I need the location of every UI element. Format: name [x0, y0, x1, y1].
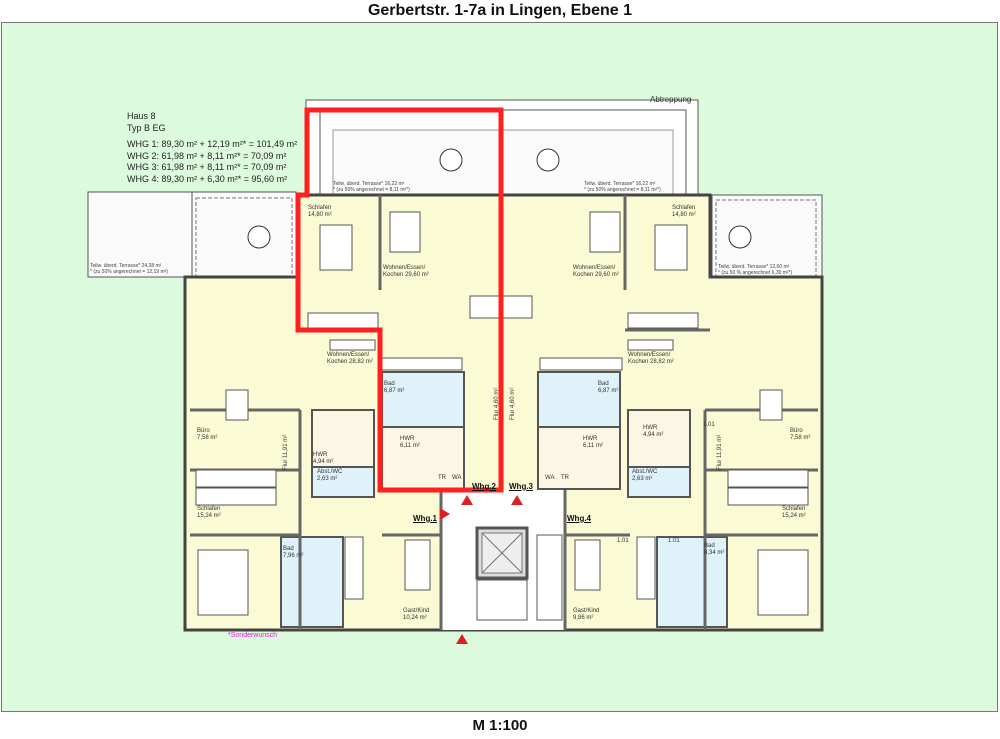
- room-label: Wohnen/Essen/Kochen 28,82 m²: [327, 352, 373, 366]
- room-name: HWR: [583, 436, 598, 442]
- room-name: Bad: [384, 381, 395, 387]
- terrace-note: Teilw. überd. Terrasse* 12,60 m²* (zu 50…: [718, 264, 793, 276]
- room-area: 14,80 m²: [672, 212, 696, 218]
- type-label: Typ B EG: [127, 122, 166, 133]
- room-area: 4,94 m²: [313, 459, 334, 465]
- dryer-label: TR: [561, 475, 569, 481]
- whg-area: WHG 4: 89,30 m² + 6,30 m²* = 95,60 m²: [127, 173, 288, 184]
- room-label: Wohnen/Essen/Kochen 28,82 m²: [628, 352, 674, 366]
- room-name: HWR: [643, 425, 658, 431]
- room-area: 7,58 m²: [790, 435, 811, 441]
- abtreppung-label: Abtreppung: [650, 95, 692, 104]
- room-area: 2,63 m²: [632, 476, 653, 482]
- room-name: Bad: [704, 543, 715, 549]
- terrace-note: Teilw. überd. Terrasse* 16,22 m²* (zu 50…: [333, 181, 410, 193]
- page-title: Gerbertstr. 1-7a in Lingen, Ebene 1: [367, 2, 633, 19]
- hallway-label: Flur 4,60 m²: [494, 387, 500, 420]
- room-area: 4,94 m²: [643, 432, 664, 438]
- room-name: HWR: [400, 436, 415, 442]
- apartment-highlight-outline: [295, 107, 504, 493]
- room-name: Gast/Kind: [573, 608, 600, 614]
- room-area: 10,24 m²: [403, 615, 427, 621]
- room-name: Gast/Kind: [403, 608, 430, 614]
- room-name: Schlafen: [672, 205, 696, 211]
- room-name: HWR: [313, 452, 328, 458]
- terrace-note: Teilw. überd. Terrasse* 16,22 m²* (zu 50…: [584, 181, 661, 193]
- building: [183, 148, 824, 632]
- terrace-note: Teilw. überd. Terrasse* 24,38 m²* (zu 50…: [90, 263, 168, 275]
- room-area: 15,24 m²: [782, 513, 806, 519]
- dryer-label: TR: [438, 475, 446, 481]
- hallway-label: Flur 11,91 m²: [717, 434, 723, 470]
- room-area: 6,11 m²: [583, 443, 603, 449]
- room-name: Abst./WC: [632, 469, 658, 475]
- room-area: 7,96 m²: [283, 553, 304, 559]
- room-area: 6,87 m²: [598, 388, 619, 394]
- door-label: 1.01: [668, 538, 680, 544]
- door-label: 1.01: [703, 422, 715, 428]
- room-area: 2,63 m²: [317, 476, 338, 482]
- room-area: 14,80 m²: [308, 212, 332, 218]
- room-area: 9,86 m²: [573, 615, 594, 621]
- door-label: 1.01: [617, 538, 629, 544]
- room-area: Kochen 28,82 m²: [327, 359, 373, 365]
- room-name: Wohnen/Essen/: [327, 352, 370, 358]
- room-area: 7,58 m²: [197, 435, 218, 441]
- washer-label: WA: [545, 475, 555, 481]
- room-area: Kochen 29,60 m²: [383, 272, 429, 278]
- room-name: Schlafen: [782, 506, 806, 512]
- room-name: Büro: [790, 428, 803, 434]
- room-area: 8,34 m²: [704, 550, 725, 556]
- washer-label: WA: [452, 475, 462, 481]
- unit-summary: Haus 8 Typ B EG WHG 1: 89,30 m² + 12,19 …: [127, 111, 297, 185]
- room-name: Wohnen/Essen/: [573, 265, 616, 271]
- room-area: 6,87 m²: [384, 388, 405, 394]
- room-label: Wohnen/Essen/Kochen 29,60 m²: [383, 265, 429, 279]
- room-name: Bad: [598, 381, 609, 387]
- entrance-markers: [440, 495, 523, 644]
- sonderwunsch-label: *Sonderwunsch: [228, 632, 278, 639]
- scale-label: M 1:100: [472, 717, 528, 734]
- room-name: Wohnen/Essen/: [383, 265, 426, 271]
- whg-area: WHG 2: 61,98 m² + 8,11 m²* = 70,09 m²: [127, 150, 287, 161]
- room-name: Abst./WC: [317, 469, 343, 475]
- entrance-whg-4: Whg.4: [567, 514, 591, 523]
- house-label: Haus 8: [127, 111, 156, 121]
- room-name: Schlafen: [197, 506, 221, 512]
- hallway-label: Flur 11,91 m²: [283, 434, 289, 470]
- room-name: Bad: [283, 546, 294, 552]
- entrance-whg-1: Whg.1: [413, 514, 437, 523]
- room-name: Büro: [197, 428, 210, 434]
- hallway-label: Flur 4,60 m²: [510, 387, 516, 420]
- room-area: Kochen 29,60 m²: [573, 272, 619, 278]
- whg-area: WHG 1: 89,30 m² + 12,19 m²* = 101,49 m²: [127, 139, 298, 149]
- room-area: 6,11 m²: [400, 443, 420, 449]
- room-name: Wohnen/Essen/: [628, 352, 671, 358]
- room-label: Wohnen/Essen/Kochen 29,60 m²: [573, 265, 619, 279]
- entrance-whg-2: Whg.2: [472, 482, 496, 491]
- whg-area: WHG 3: 61,98 m² + 8,11 m²* = 70,09 m²: [127, 162, 287, 172]
- room-area: Kochen 28,82 m²: [628, 359, 674, 365]
- room-name: Schlafen: [308, 205, 332, 211]
- room-area: 15,24 m²: [197, 513, 221, 519]
- entrance-whg-3: Whg.3: [509, 482, 533, 491]
